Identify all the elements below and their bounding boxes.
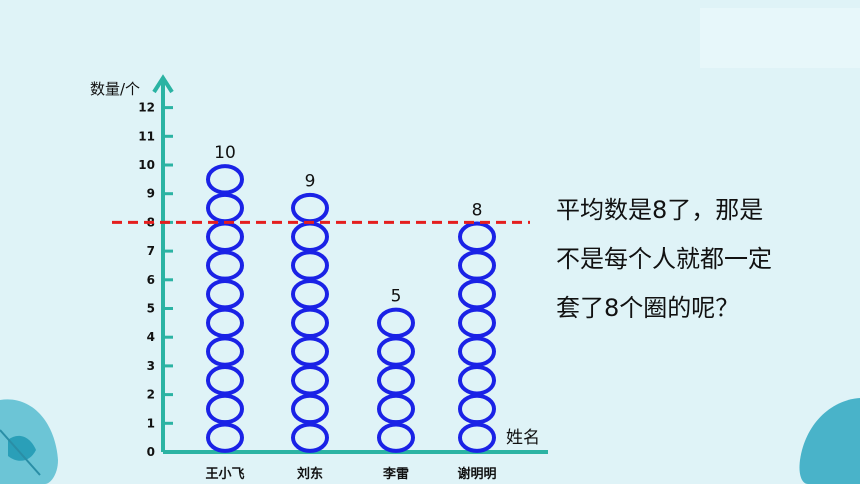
question-line-3: 套了8个圈的呢？ (556, 294, 740, 322)
x-axis-title: 姓名 (506, 428, 540, 448)
ring-mark (458, 278, 496, 310)
header-band (700, 8, 860, 68)
y-tick-label: 0 (147, 445, 155, 459)
ring-mark (458, 250, 496, 281)
ring-mark (206, 164, 244, 195)
ring-mark (291, 365, 329, 396)
y-axis-title: 数量/个 (90, 80, 140, 98)
category-label: 谢明明 (457, 466, 496, 482)
y-tick-label: 7 (147, 244, 155, 258)
ring-mark (291, 221, 329, 252)
ring-mark (291, 422, 329, 453)
ring-mark (458, 221, 496, 252)
ring-mark (377, 365, 415, 396)
ring-mark (206, 422, 244, 453)
y-tick-label: 2 (147, 388, 155, 402)
y-tick-label: 9 (147, 187, 155, 201)
ring-mark (291, 336, 329, 367)
leaf-decoration-right (799, 398, 860, 484)
y-tick-label: 12 (138, 101, 155, 115)
ring-mark (377, 422, 415, 453)
value-label: 9 (305, 172, 316, 192)
ring-mark (206, 192, 244, 224)
value-label: 8 (472, 200, 483, 220)
ring-mark (458, 393, 496, 425)
ring-mark (458, 422, 496, 453)
ring-mark (291, 192, 329, 224)
question-text: 平均数是8了，那是 不是每个人就都一定 套了8个圈的呢？ (556, 186, 846, 333)
value-label: 10 (214, 143, 236, 163)
ring-mark (291, 278, 329, 310)
y-tick-label: 11 (138, 129, 155, 143)
value-label: 5 (391, 287, 402, 307)
ring-mark (206, 250, 244, 281)
question-line-1: 平均数是8了，那是 (556, 196, 764, 224)
category-label: 李雷 (382, 466, 409, 482)
y-axis-arrow (152, 74, 174, 94)
y-tick-label: 4 (147, 330, 155, 344)
ring-mark (377, 393, 415, 425)
ring-mark (206, 336, 244, 367)
y-tick-label: 1 (147, 416, 155, 430)
ring-mark (377, 307, 415, 339)
y-tick-label: 10 (138, 158, 155, 172)
category-label: 刘东 (297, 466, 323, 482)
ring-mark (291, 393, 329, 425)
ring-mark (458, 307, 496, 339)
question-line-2: 不是每个人就都一定 (556, 245, 772, 273)
ring-mark (377, 336, 415, 367)
category-label: 王小飞 (205, 467, 244, 482)
y-tick-label: 5 (147, 302, 155, 316)
ring-mark (458, 365, 496, 396)
ring-mark (206, 365, 244, 396)
ring-mark (206, 278, 244, 310)
ring-mark (206, 393, 244, 425)
ring-mark (206, 307, 244, 339)
leaf-decoration-left (0, 399, 58, 484)
ring-mark (206, 221, 244, 252)
ring-mark (458, 336, 496, 367)
y-tick-label: 6 (147, 273, 155, 287)
y-tick-label: 3 (147, 359, 155, 373)
ring-mark (291, 250, 329, 281)
ring-mark (291, 307, 329, 339)
